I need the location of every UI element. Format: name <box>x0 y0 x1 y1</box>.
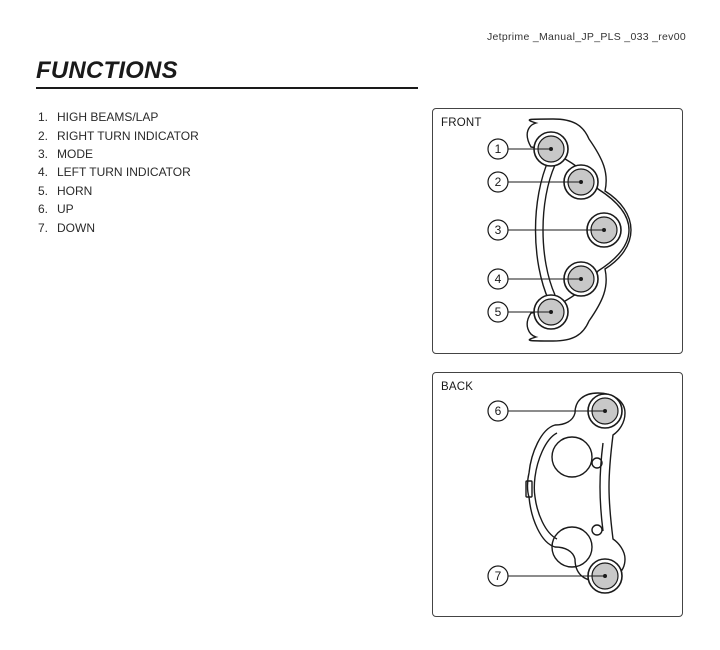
doc-reference: Jetprime _Manual_JP_PLS _033 _rev00 <box>486 31 686 43</box>
callout-5-label: 5 <box>495 305 502 319</box>
function-list: 1.HIGH BEAMS/LAP 2.RIGHT TURN INDICATOR … <box>38 108 199 237</box>
list-number: 4. <box>38 165 49 180</box>
back-panel: BACK <box>432 372 683 617</box>
callout-3: 3 <box>487 219 509 241</box>
list-number: 5. <box>38 183 49 198</box>
button-1 <box>533 131 569 167</box>
button-4 <box>563 261 599 297</box>
callout-1: 1 <box>487 138 509 160</box>
callout-3-label: 3 <box>495 223 502 237</box>
button-7 <box>587 558 623 594</box>
list-label: RIGHT TURN INDICATOR <box>57 128 199 143</box>
front-panel: FRONT <box>432 108 683 354</box>
back-upper-cavity <box>551 436 593 478</box>
list-item: 7. DOWN <box>38 218 199 236</box>
back-housing-outline <box>526 392 626 582</box>
list-item: 3. MODE <box>38 145 199 163</box>
callout-6: 6 <box>487 400 509 422</box>
callout-5: 5 <box>487 301 509 323</box>
front-switch-diagram: 1 2 3 4 5 <box>487 118 632 342</box>
back-lower-screw <box>591 524 603 536</box>
title-rule <box>36 87 418 89</box>
list-label: DOWN <box>57 220 95 235</box>
callout-4: 4 <box>487 268 509 290</box>
list-item: 1. HIGH BEAMS/LAP <box>38 108 199 126</box>
front-buttons <box>533 131 622 330</box>
callout-1-label: 1 <box>495 142 502 156</box>
back-panel-label: BACK <box>441 381 474 393</box>
button-2 <box>563 164 599 200</box>
front-housing-outline <box>526 118 632 342</box>
callout-7: 7 <box>487 565 509 587</box>
list-label: MODE <box>57 146 93 161</box>
back-buttons <box>587 393 623 594</box>
list-number: 3. <box>38 146 49 161</box>
list-number: 1. <box>38 110 49 125</box>
page-title: FUNCTIONS <box>36 57 178 84</box>
front-panel-label: FRONT <box>441 117 482 129</box>
back-switch-diagram: 6 7 <box>487 392 626 594</box>
back-inner-contour-2 <box>599 442 604 532</box>
list-item: 5. HORN <box>38 182 199 200</box>
back-lower-cavity <box>551 526 593 568</box>
callout-7-label: 7 <box>495 569 502 583</box>
list-label: UP <box>57 202 74 217</box>
button-5 <box>533 294 569 330</box>
list-item: 6. UP <box>38 200 199 218</box>
back-connector <box>525 480 533 498</box>
back-inner-contour <box>533 432 558 540</box>
list-label: LEFT TURN INDICATOR <box>57 165 191 180</box>
callout-4-label: 4 <box>495 272 502 286</box>
list-label: HORN <box>57 183 93 198</box>
list-label: HIGH BEAMS/LAP <box>57 110 159 125</box>
list-item: 4. LEFT TURN INDICATOR <box>38 163 199 181</box>
list-number: 6. <box>38 202 49 217</box>
callout-6-label: 6 <box>495 404 502 418</box>
callout-2-label: 2 <box>495 175 502 189</box>
list-number: 7. <box>38 220 49 235</box>
callout-2: 2 <box>487 171 509 193</box>
list-number: 2. <box>38 128 49 143</box>
list-item: 2. RIGHT TURN INDICATOR <box>38 126 199 144</box>
back-upper-screw <box>591 457 603 469</box>
